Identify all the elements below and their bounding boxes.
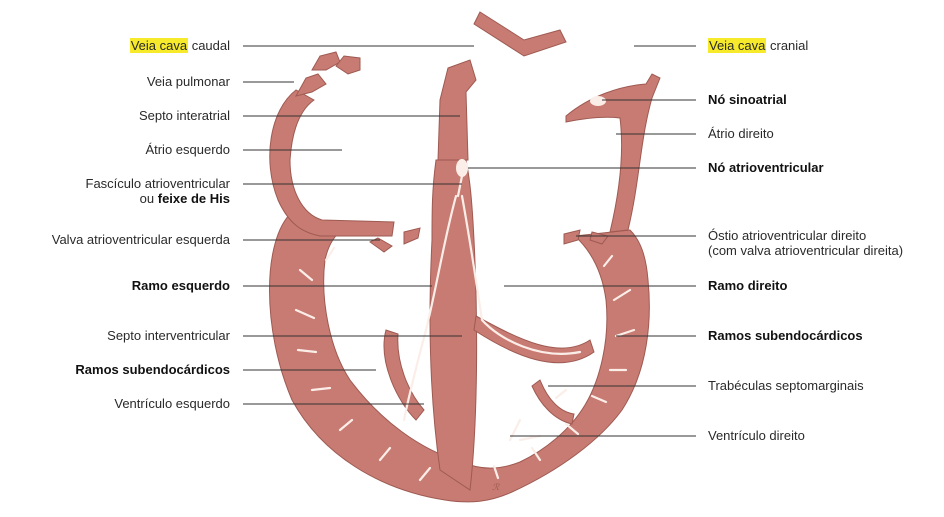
left-av-valve-2 <box>404 228 420 244</box>
label-ramos-subendocardicos-esquerdo: Ramos subendocárdicos <box>75 362 230 377</box>
right-atrium-wall <box>566 74 660 232</box>
pulmonary-vein-3 <box>336 56 360 74</box>
label-atrio-direito: Átrio direito <box>708 126 774 141</box>
label-ostio-atrioventricular-direito: Óstio atrioventricular direito (com valv… <box>708 228 903 258</box>
right-av-valve <box>564 230 580 244</box>
label-valva-atrioventricular-esquerda: Valva atrioventricular esquerda <box>52 232 230 247</box>
label-veia-pulmonar: Veia pulmonar <box>147 74 230 89</box>
label-veia-cava-caudal: Veia cava caudal <box>130 38 230 53</box>
label-fasciculo-atrioventricular: Fascículo atrioventricular ou feixe de H… <box>86 176 231 206</box>
artist-signature: ℛ <box>492 482 500 492</box>
septomarginal-trabecula <box>474 316 594 363</box>
label-veia-cava-cranial: Veia cava cranial <box>708 38 808 53</box>
label-ventriculo-direito: Ventrículo direito <box>708 428 805 443</box>
pulmonary-vein-1 <box>296 74 326 96</box>
left-trabecula <box>384 330 424 420</box>
interatrial-septum <box>438 60 476 160</box>
label-ramos-subendocardicos-direito: Ramos subendocárdicos <box>708 328 863 343</box>
right-trabecula <box>532 380 574 424</box>
label-ramo-direito: Ramo direito <box>708 278 787 293</box>
label-septo-interventricular: Septo interventricular <box>107 328 230 343</box>
label-trabeculas-septomarginais: Trabéculas septomarginais <box>708 378 864 393</box>
label-septo-interatrial: Septo interatrial <box>139 108 230 123</box>
label-atrio-esquerdo: Átrio esquerdo <box>145 142 230 157</box>
vena-cava-cranial <box>474 12 566 56</box>
atrioventricular-node <box>456 159 468 177</box>
left-atrium-wall <box>270 90 394 236</box>
label-ramo-esquerdo: Ramo esquerdo <box>132 278 230 293</box>
label-no-atrioventricular: Nó atrioventricular <box>708 160 824 175</box>
sinoatrial-node <box>590 96 606 106</box>
label-no-sinoatrial: Nó sinoatrial <box>708 92 787 107</box>
label-ventriculo-esquerdo: Ventrículo esquerdo <box>114 396 230 411</box>
pulmonary-vein-2 <box>312 52 340 70</box>
